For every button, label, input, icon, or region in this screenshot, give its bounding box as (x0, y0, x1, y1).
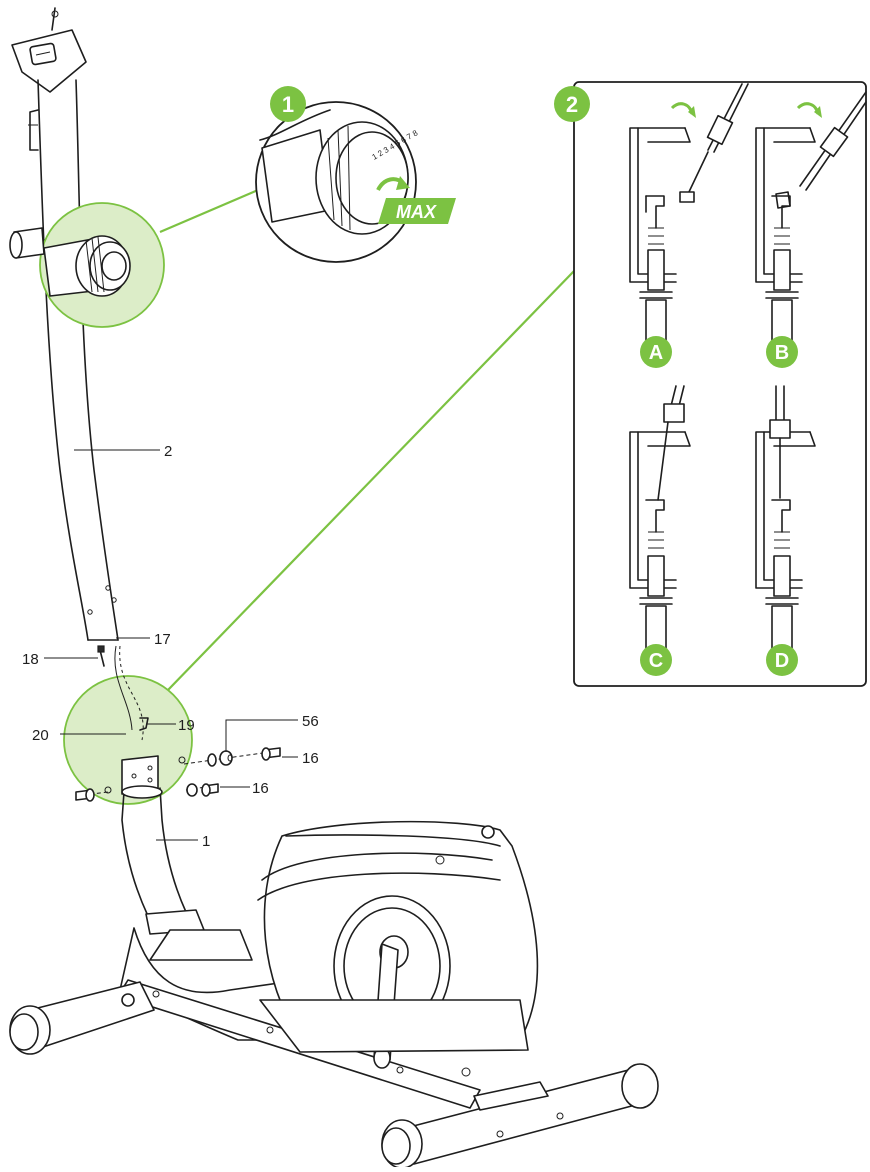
cable-step-d: D (755, 385, 816, 676)
part-label-18: 18 (22, 651, 39, 668)
part-label-2: 2 (164, 443, 172, 460)
tension-knob-highlight (9, 202, 165, 328)
bolts-and-washers (75, 747, 281, 802)
handlebar-post (11, 7, 119, 641)
max-badge-label: MAX (396, 202, 437, 222)
cable-step-c: C (629, 385, 691, 676)
cable-step-label-b: B (775, 342, 789, 364)
step1-detail: 1 2 3 4 5 6 7 8 MAX 1 (255, 86, 456, 263)
max-badge (378, 198, 456, 224)
step1-badge (270, 86, 306, 122)
part-label-19: 19 (178, 717, 195, 734)
step1-number: 1 (282, 92, 294, 117)
part-labels: 2 17 18 19 20 56 16 16 1 (22, 443, 319, 850)
cable-step-b: B (755, 91, 867, 368)
cable-step-label-d: D (775, 650, 789, 672)
part-label-1: 1 (202, 833, 210, 850)
cable-connection-highlight (63, 645, 193, 805)
cable-step-label-c: C (649, 650, 663, 672)
cable-step-label-a: A (649, 342, 663, 364)
part-label-16-upper: 16 (302, 750, 319, 767)
part-label-56: 56 (302, 713, 319, 730)
step2-badge (554, 86, 590, 122)
part-label-20: 20 (32, 727, 49, 744)
connector-line-step1 (159, 188, 259, 234)
part-label-16-lower: 16 (252, 780, 269, 797)
cable-step-a: A (629, 83, 749, 368)
elliptical-frame (9, 785, 659, 1169)
step2-panel: 2 A (554, 81, 867, 687)
connector-line-step2 (167, 269, 576, 691)
part-label-17: 17 (154, 631, 171, 648)
step2-number: 2 (566, 92, 578, 117)
part-18-screw (97, 645, 105, 667)
